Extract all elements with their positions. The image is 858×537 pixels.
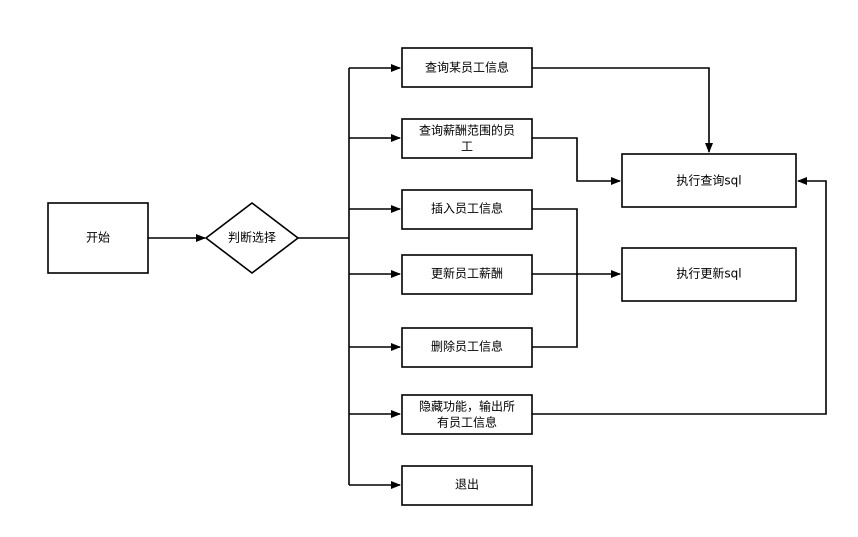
start-label: 开始: [86, 231, 110, 245]
delete-node: 删除员工信息: [401, 327, 533, 368]
hidden-label-line-1: 隐藏功能，输出所: [419, 399, 515, 414]
edge-insert-to-merge: [532, 208, 578, 348]
connectors: [148, 64, 827, 489]
exec-query-label: 执行查询sql: [676, 174, 741, 188]
exit-label: 退出: [455, 478, 479, 492]
edge-hidden-to-exec-query: [532, 177, 827, 415]
edge-query-range-to-exec-query: [532, 137, 621, 185]
query-range-node: 查询薪酬范围的员 工: [401, 118, 533, 159]
query-one-node: 查询某员工信息: [401, 47, 533, 88]
edge-query-one-to-exec-query: [532, 67, 713, 153]
exit-node: 退出: [401, 465, 533, 506]
query-range-label-line-2: 工: [461, 140, 473, 154]
exec-query-node: 执行查询sql: [621, 153, 797, 208]
update-salary-label: 更新员工薪酬: [431, 266, 503, 281]
insert-node: 插入员工信息: [401, 189, 533, 230]
delete-label: 删除员工信息: [431, 339, 503, 354]
decision-label: 判断选择: [228, 230, 276, 245]
exec-update-node: 执行更新sql: [621, 247, 797, 302]
query-range-label-line-1: 查询薪酬范围的员: [419, 123, 515, 138]
hidden-label-line-2: 有员工信息: [437, 415, 497, 430]
start-node: 开始: [47, 202, 149, 274]
update-salary-node: 更新员工薪酬: [401, 254, 533, 295]
exec-update-label: 执行更新sql: [676, 266, 741, 281]
hidden-node: 隐藏功能，输出所 有员工信息: [401, 394, 533, 435]
insert-label: 插入员工信息: [431, 201, 503, 216]
query-one-label: 查询某员工信息: [425, 60, 509, 75]
decision-node: 判断选择: [204, 201, 300, 275]
